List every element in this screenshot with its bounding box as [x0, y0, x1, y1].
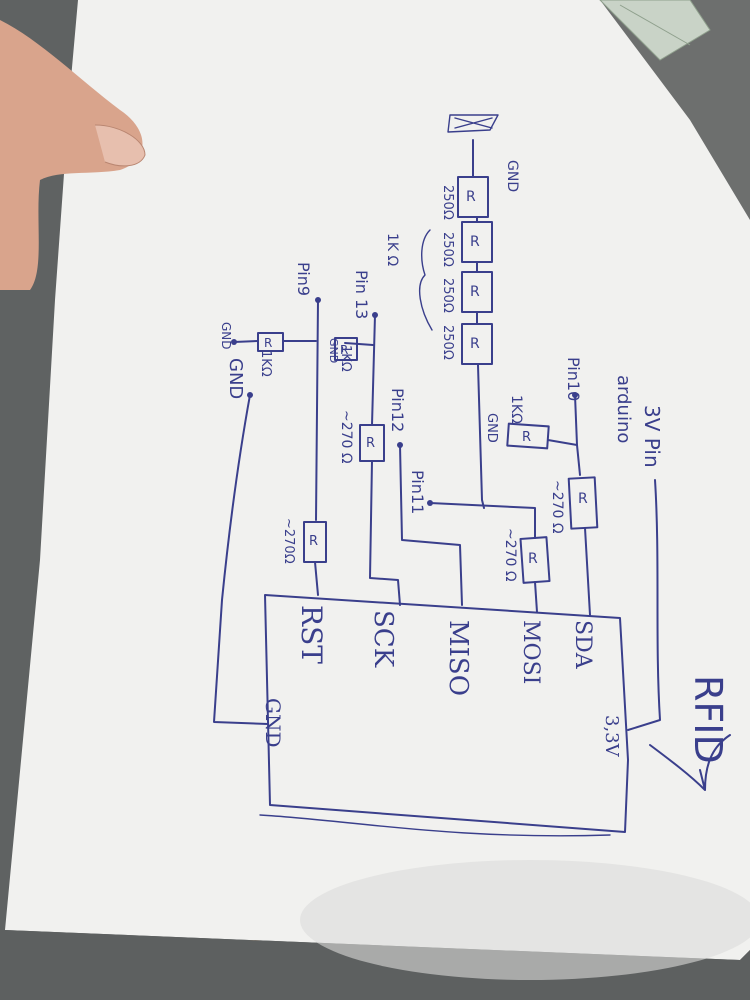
wire-ladder-links — [472, 139, 478, 325]
scribbled-ground — [447, 114, 499, 133]
pin-label-rst: RST — [295, 605, 328, 664]
wire-pin12 — [399, 444, 463, 606]
value-r250-2: 250Ω — [440, 232, 455, 267]
label-gnd-top: GND — [504, 160, 520, 192]
resistor-letter-sck: R — [366, 436, 375, 451]
dot-pin9 — [315, 297, 321, 303]
value-pin9-pulldown: 1KΩ — [258, 350, 273, 377]
wire-3v — [627, 479, 661, 731]
dot-pin11 — [427, 500, 433, 506]
value-pin13-pulldown: 1KΩ — [338, 345, 353, 372]
resistor-letter-pin9-pulldown: R — [264, 336, 272, 350]
pin-label-mosi: MOSI — [518, 620, 543, 684]
wire-ladder-drop — [477, 364, 485, 509]
dot-pin13 — [372, 312, 378, 318]
ruler-icon — [599, 0, 711, 61]
resistor-sda-pulldown — [506, 422, 550, 450]
label-gnd-mid: GND — [327, 338, 340, 363]
label-pin10: Pin10 — [564, 357, 583, 401]
hand-thumb-icon — [0, 20, 146, 290]
wire-sda-pulldown — [547, 439, 578, 446]
paper-sheet — [5, 0, 750, 960]
resistor-mosi-series — [519, 536, 551, 584]
rfid-module-box — [264, 594, 629, 833]
dot-pin10 — [572, 392, 578, 398]
wire-sck — [369, 460, 401, 606]
label-gnd-left-small: GND — [219, 322, 233, 350]
value-sck-series: ~270 Ω — [338, 410, 354, 464]
rfid-title: RFID — [686, 675, 730, 764]
label-pin12: Pin12 — [388, 388, 407, 432]
wire-pin11 — [429, 502, 536, 539]
label-pin13: Pin 13 — [352, 270, 371, 319]
value-ladder-total: 1K Ω — [384, 233, 400, 267]
wire-mosi — [534, 581, 538, 613]
dot-pin12 — [397, 442, 403, 448]
dot-gnd-big — [247, 392, 253, 398]
resistor-pin13-pulldown — [334, 337, 358, 361]
dot-gnd-left — [231, 339, 237, 345]
paper-bottom-edge-shadow — [0, 930, 750, 1000]
resistor-letter-mosi: R — [528, 551, 538, 567]
pin-label-3v3: 3,3V — [601, 715, 622, 758]
wire-sda — [584, 527, 591, 616]
value-mosi-series: ~270 Ω — [502, 528, 518, 582]
wire-pin9-gnd — [233, 340, 259, 343]
schematic: RFID RST SCK MISO MOSI SDA GND 3,3V 3V P… — [213, 114, 731, 837]
wire-pin13-pulldown — [344, 342, 374, 346]
value-r250-4: 250Ω — [440, 325, 455, 360]
value-sda-series: ~270 Ω — [549, 480, 565, 534]
resistor-letter-ladder-2: R — [470, 234, 480, 250]
wire-pin9 — [315, 299, 319, 521]
resistor-letter-pin13-pulldown: R — [340, 343, 348, 357]
pin-label-miso: MISO — [443, 620, 473, 696]
phone-shadow — [300, 860, 750, 980]
pin-label-gnd: GND — [261, 698, 285, 748]
resistor-letter-sda: R — [578, 491, 588, 507]
resistor-letter-ladder-3: R — [470, 284, 480, 300]
wire-pin13 — [371, 314, 376, 426]
pin-label-sda: SDA — [570, 620, 595, 670]
ladder-brace — [418, 229, 433, 331]
label-pin9: Pin9 — [294, 262, 313, 296]
supply-arduino-label: arduino — [613, 375, 634, 443]
wire-module-gnd — [213, 394, 269, 725]
rfid-arrow — [649, 734, 731, 791]
pin-label-sck: SCK — [368, 610, 398, 668]
resistor-letter-rst: R — [309, 534, 318, 549]
label-pin11: Pin11 — [408, 470, 427, 514]
wire-rst — [314, 561, 319, 596]
label-gnd-left-big: GND — [225, 358, 246, 399]
value-r250-3: 250Ω — [440, 278, 455, 313]
label-gnd-sda: GND — [484, 413, 499, 443]
supply-3v-pin-label: 3V Pin — [640, 405, 664, 468]
rfid-module-bottom-stroke — [259, 814, 611, 837]
resistor-letter-ladder-1: R — [466, 189, 476, 205]
value-sda-pulldown: 1KΩ — [508, 395, 524, 424]
resistor-letter-ladder-4: R — [470, 336, 480, 352]
resistor-letter-sda-pulldown: R — [522, 430, 531, 445]
value-r250-1: 250Ω — [440, 185, 455, 220]
value-rst-series: ~270Ω — [281, 518, 296, 564]
